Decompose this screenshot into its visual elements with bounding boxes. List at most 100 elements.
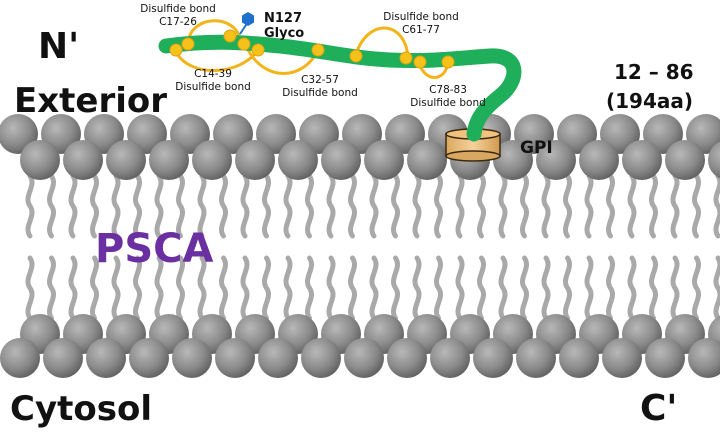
- range-label-line1: 12 – 86: [614, 60, 694, 84]
- lipid-head-outer: [364, 140, 404, 180]
- lipid-head-outer: [321, 140, 361, 180]
- lipid-head-inner: [387, 338, 427, 378]
- lipid-head-inner: [215, 338, 255, 378]
- lipid-head-inner: [473, 338, 513, 378]
- lipid-tail-outer: [477, 173, 486, 239]
- lipid-head-outer: [235, 140, 275, 180]
- lipid-tail-inner: [477, 255, 486, 321]
- lipid-tail-inner: [520, 255, 529, 321]
- lipid-head-inner: [430, 338, 470, 378]
- lipid-tail-inner: [133, 255, 142, 321]
- lipid-tail-inner: [670, 255, 680, 321]
- lipid-head-inner: [258, 338, 298, 378]
- lipid-tail-outer: [90, 173, 99, 239]
- lipid-tail-outer: [348, 173, 357, 239]
- lipid-tail-inner: [713, 255, 720, 321]
- lipid-head-outer: [63, 140, 103, 180]
- lipid-tail-inner: [369, 255, 379, 321]
- lipid-tail-inner: [47, 255, 56, 321]
- c-terminus-label: C': [640, 388, 677, 429]
- lipid-tail-inner: [68, 255, 78, 321]
- lipid-head-inner: [516, 338, 556, 378]
- lipid-head-outer: [579, 140, 619, 180]
- lipid-tail-outer: [455, 173, 465, 239]
- glyco-label-line2: Glyco: [264, 26, 304, 41]
- bond-label-c14-39-line2: Disulfide bond: [175, 81, 251, 93]
- lipid-head-inner: [86, 338, 126, 378]
- lipid-tail-inner: [606, 255, 615, 321]
- lipid-heads: [0, 114, 720, 378]
- lipid-tail-outer: [305, 173, 314, 239]
- lipid-tail-inner: [541, 255, 551, 321]
- lipid-tail-inner: [412, 255, 422, 321]
- lipid-head-outer: [493, 140, 533, 180]
- glycan-hexagon-icon: [239, 12, 254, 35]
- bond-label-c14-39-line1: C14-39: [194, 68, 232, 80]
- lipid-head-outer: [407, 140, 447, 180]
- gpi-label: GPI: [520, 138, 553, 158]
- lipid-head-outer: [622, 140, 662, 180]
- lipid-tail-inner: [176, 255, 185, 321]
- lipid-tail-outer: [111, 173, 121, 239]
- lipid-tail-inner: [348, 255, 357, 321]
- lipid-head-outer: [536, 140, 576, 180]
- lipid-tail-inner: [584, 255, 594, 321]
- lipid-tail-outer: [154, 173, 164, 239]
- lipid-tail-outer: [197, 173, 207, 239]
- lipid-head-outer: [665, 140, 705, 180]
- lipid-tail-outer: [326, 173, 336, 239]
- lipid-tail-inner: [262, 255, 271, 321]
- lipid-tail-inner: [154, 255, 164, 321]
- lipid-head-outer: [192, 140, 232, 180]
- lipid-head-inner: [129, 338, 169, 378]
- lipid-tail-inner: [434, 255, 443, 321]
- n-terminus-label: N': [38, 26, 79, 67]
- lipid-tail-outer: [47, 173, 56, 239]
- lipid-tail-inner: [25, 255, 35, 321]
- lipid-tail-inner: [455, 255, 465, 321]
- lipid-tail-outer: [584, 173, 594, 239]
- lipid-head-outer: [149, 140, 189, 180]
- lipid-tail-inner: [563, 255, 572, 321]
- lipid-head-inner: [172, 338, 212, 378]
- lipid-tail-outer: [649, 173, 658, 239]
- lipid-tail-outer: [713, 173, 720, 239]
- bond-label-c61-77-line2: C61-77: [402, 24, 440, 36]
- lipid-tail-inner: [283, 255, 293, 321]
- lipid-head-outer: [106, 140, 146, 180]
- lipid-tail-outer: [541, 173, 551, 239]
- lipid-tail-inner: [240, 255, 250, 321]
- bond-c32-57: [244, 45, 320, 75]
- lipid-tail-outer: [369, 173, 379, 239]
- lipid-head-outer: [708, 141, 720, 179]
- lipid-tail-outer: [412, 173, 422, 239]
- lipid-tail-outer: [283, 173, 293, 239]
- lipid-tail-outer: [240, 173, 250, 239]
- lipid-tail-inner: [111, 255, 121, 321]
- bond-label-c78-83-line1: C78-83: [429, 84, 467, 96]
- lipid-tails: [25, 173, 720, 321]
- exterior-label: Exterior: [14, 81, 167, 121]
- lipid-tail-outer: [670, 173, 680, 239]
- cytosol-label: Cytosol: [10, 389, 152, 429]
- lipid-head-inner: [559, 338, 599, 378]
- lipid-tail-inner: [326, 255, 336, 321]
- lipid-head-inner: [688, 338, 720, 378]
- lipid-tail-inner: [219, 255, 228, 321]
- bond-label-c61-77-line1: Disulfide bond: [383, 11, 459, 23]
- lipid-tail-outer: [133, 173, 142, 239]
- lipid-tail-outer: [68, 173, 78, 239]
- lipid-tail-inner: [391, 255, 400, 321]
- lipid-tail-outer: [606, 173, 615, 239]
- cysteine-residues: [169, 29, 455, 69]
- lipid-tail-inner: [649, 255, 658, 321]
- lipid-tail-inner: [692, 255, 701, 321]
- lipid-tail-outer: [176, 173, 185, 239]
- lipid-head-inner: [43, 338, 83, 378]
- lipid-tail-outer: [627, 173, 637, 239]
- bond-label-c17-26-line2: C17-26: [159, 16, 197, 28]
- lipid-head-outer: [20, 140, 60, 180]
- lipid-tail-inner: [90, 255, 99, 321]
- lipid-tail-outer: [563, 173, 572, 239]
